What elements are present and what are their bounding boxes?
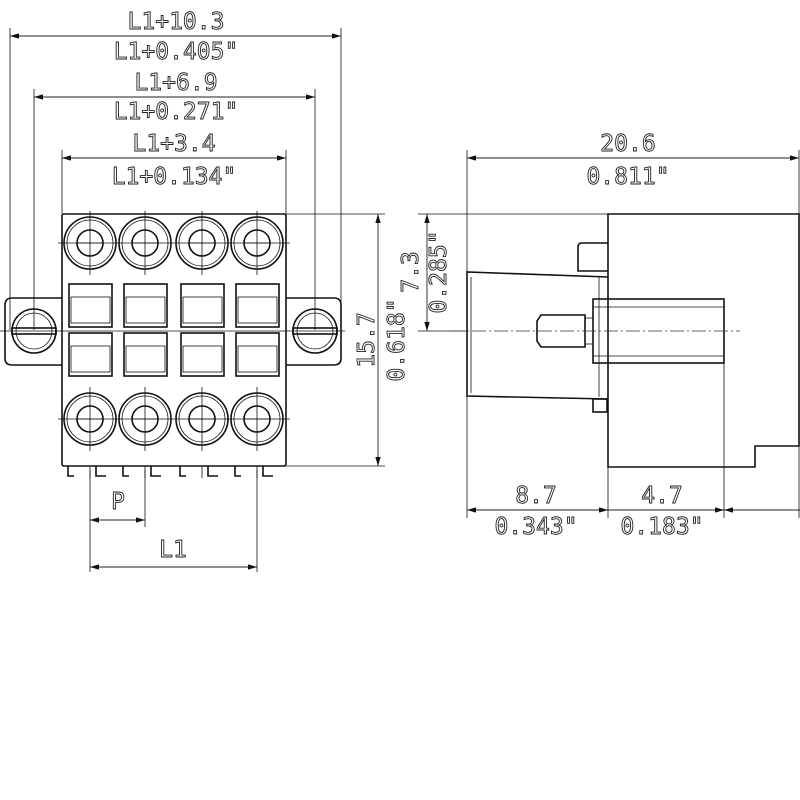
left-flange [4,297,62,366]
release-slot [235,332,280,377]
dim-body-inch: L1+0.134" [112,164,237,190]
dim-screws-inch: L1+0.271" [114,99,239,125]
latch [577,242,608,272]
dim-pitch-label: P [111,489,125,515]
dim-overall-inch: L1+0.405" [114,39,239,65]
terminal-foot [234,466,273,477]
dim-length-label: L1 [159,537,187,563]
rear-housing [607,213,800,468]
dim-rear-inch: 0.183" [620,514,703,540]
dimension-lines [10,33,381,570]
release-slot [123,332,168,377]
bottom-tab [592,398,608,413]
dim-overall-mm: L1+10.3 [128,9,225,35]
dim-center-mm: 7.3 [398,251,424,293]
right-flange [286,297,342,366]
dim-center-inch: 0.285" [426,230,452,313]
side-dimension-lines [424,155,800,513]
release-slot [68,332,113,377]
dim-depth-mm: 20.6 [600,131,655,157]
terminals [58,211,290,478]
dim-height-inch: 0.618" [384,298,410,381]
release-slot [68,283,113,328]
dim-front-mm: 8.7 [515,483,557,509]
dim-height-mm: 15.7 [354,312,380,367]
side-view: 20.6 0.811" 7.3 0.285" 8.7 0.343" 4.7 0.… [398,131,800,540]
terminal-foot [179,466,218,477]
dim-rear-mm: 4.7 [641,483,683,509]
dim-depth-inch: 0.811" [586,164,669,190]
release-slot [180,332,225,377]
terminal-foot [67,466,106,477]
front-view: L1+10.3 L1+0.405" L1+6.9 L1+0.271" L1+3.… [0,9,410,572]
dim-front-inch: 0.343" [494,514,577,540]
dim-body-mm: L1+3.4 [132,131,215,157]
release-slot [235,283,280,328]
terminal-foot [122,466,161,477]
release-slot [180,283,225,328]
dim-screws-mm: L1+6.9 [134,70,217,96]
extension-lines [9,28,385,572]
connector-body [61,213,287,467]
contact-pin [536,314,586,348]
front-housing [466,271,609,400]
release-slot [123,283,168,328]
